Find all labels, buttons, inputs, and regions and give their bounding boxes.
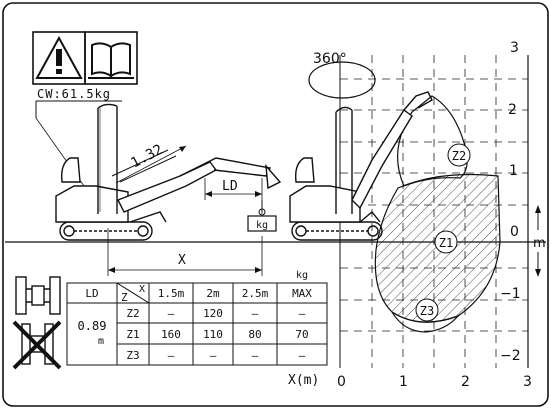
- x-tick-label: 1: [399, 374, 408, 390]
- y-tick-label: 0: [510, 224, 519, 240]
- track-wide-icon: [15, 276, 61, 315]
- zone-label: Z2: [452, 149, 466, 163]
- table-cell: —: [168, 307, 175, 320]
- table-cell: —: [252, 349, 259, 362]
- operating-weight-label: CW:61.5kg: [37, 87, 111, 101]
- zone-z3-badge: [415, 298, 439, 322]
- table-cell: —: [299, 349, 306, 362]
- table-header-z: Z: [121, 291, 128, 304]
- x-tick-label: 2: [461, 374, 470, 390]
- table-cell: —: [252, 307, 259, 320]
- zone-z2-badge: [447, 143, 471, 167]
- load-box: [247, 215, 277, 232]
- ld-dimension-label: LD: [222, 179, 238, 194]
- table-zone-label: Z1: [126, 328, 139, 341]
- x-tick-label: 3: [523, 374, 532, 390]
- table-header-x: X: [139, 284, 145, 295]
- table-cell: —: [210, 349, 217, 362]
- y-tick-label: 1: [509, 163, 518, 179]
- table-cell: 160: [161, 328, 181, 341]
- table-cell: 120: [203, 307, 223, 320]
- rated-load-table: [66, 282, 328, 366]
- rotation-label: 360°: [313, 51, 347, 67]
- table-unit: kg: [296, 270, 308, 281]
- table-zone-label: Z3: [126, 349, 139, 362]
- warning-icon: [32, 31, 86, 85]
- excavator-side-view-left: [55, 103, 282, 241]
- y-tick-label: −2: [500, 348, 521, 364]
- y-axis-unit: m: [533, 236, 546, 251]
- table-cell: 70: [295, 328, 308, 341]
- y-tick-label: 3: [510, 40, 519, 56]
- zone-label: Z3: [420, 304, 434, 318]
- x-dimension-label: X: [178, 253, 186, 268]
- y-tick-label: 2: [508, 102, 517, 118]
- table-cell: —: [168, 349, 175, 362]
- table-header-ld: LD: [85, 287, 98, 300]
- load-box-unit: kg: [256, 220, 268, 231]
- zone-z1-badge: [434, 230, 458, 254]
- table-col-header: 2.5m: [242, 287, 269, 300]
- table-zone-label: Z2: [126, 307, 139, 320]
- table-ld-value: 0.89: [78, 319, 107, 333]
- manual-book-icon: [84, 31, 138, 85]
- x-tick-label: 0: [337, 374, 346, 390]
- table-col-header: MAX: [292, 287, 312, 300]
- table-cell: —: [299, 307, 306, 320]
- y-tick-label: −1: [500, 286, 521, 302]
- track-narrow-crossed-icon: [12, 320, 62, 370]
- table-col-header: 1.5m: [158, 287, 185, 300]
- excavator-side-view-right: [289, 91, 433, 241]
- rotation-ellipse: [308, 61, 376, 99]
- x-axis-label: X(m): [288, 373, 319, 388]
- table-ld-unit: m: [98, 336, 104, 347]
- table-cell: 80: [248, 328, 261, 341]
- table-col-header: 2m: [206, 287, 220, 300]
- table-cell: 110: [203, 328, 223, 341]
- zone-label: Z1: [439, 236, 453, 250]
